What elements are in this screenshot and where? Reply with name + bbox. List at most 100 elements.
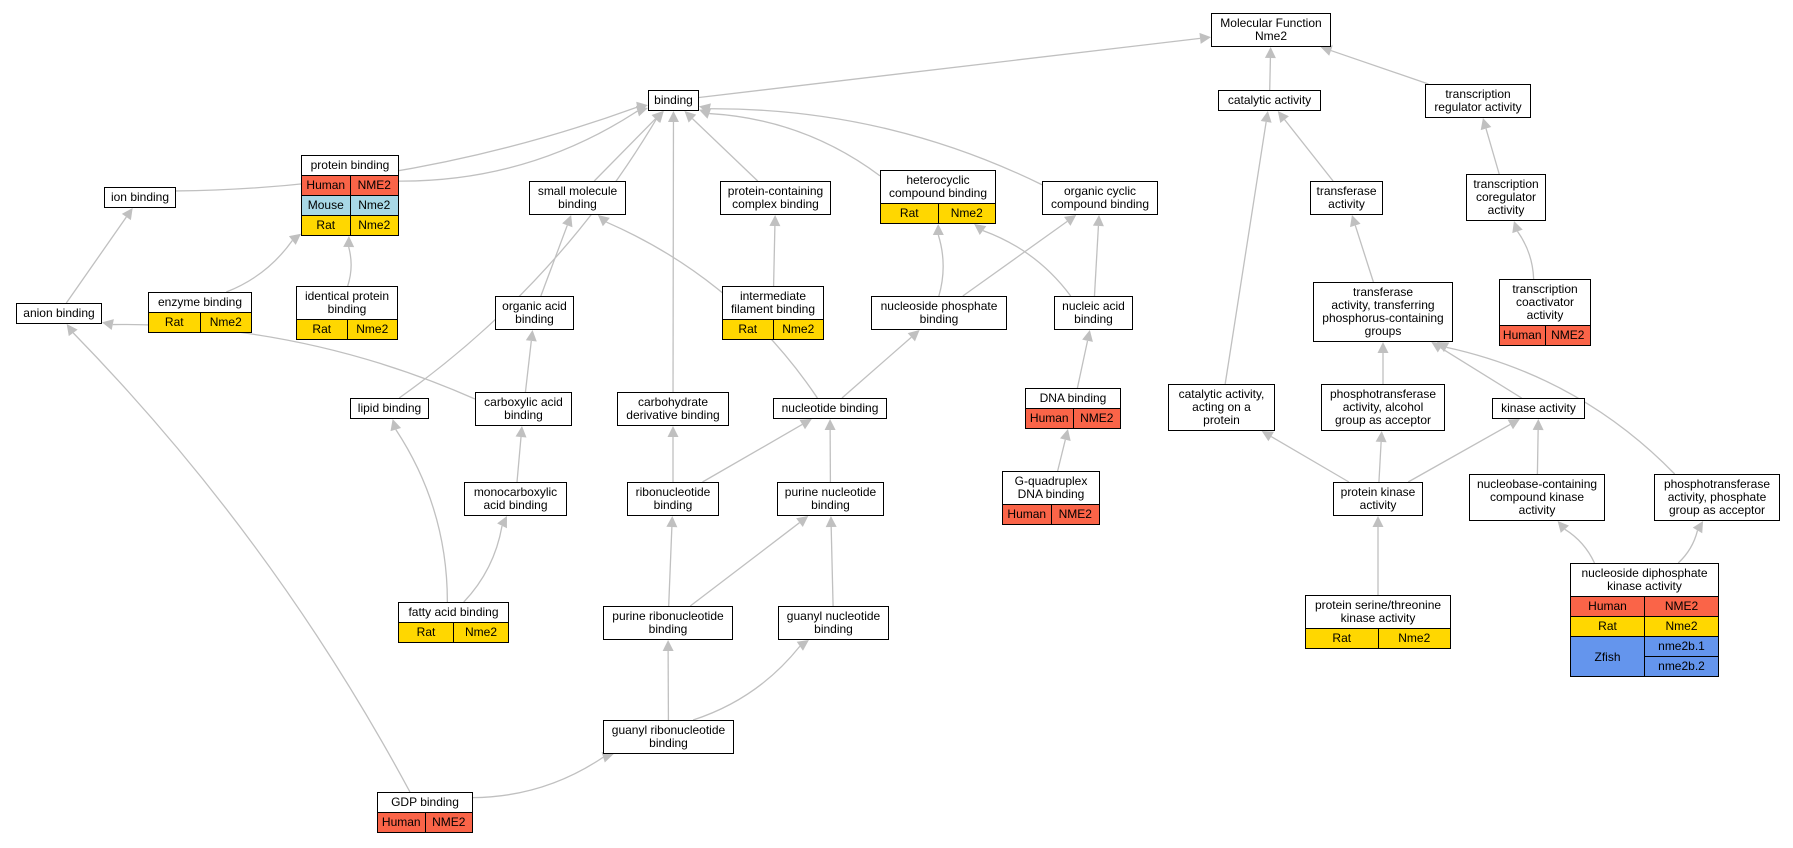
term-label: identical protein binding [304, 289, 390, 316]
gene-label: Nme2 [349, 216, 399, 235]
term-label: small molecule binding [537, 184, 618, 211]
species-label: Human [381, 815, 421, 829]
gene-label: Nme2 [453, 623, 508, 642]
annotation-row: Rat Nme2 [302, 215, 398, 235]
term-label: organic cyclic compound binding [1050, 184, 1150, 211]
arrowhead [121, 208, 133, 221]
edge-ndk-to-nucleobase-kinase [1564, 528, 1596, 564]
edge-purine-ribo-to-purine-nucleotide [689, 522, 800, 607]
arrowhead [1532, 419, 1544, 431]
term-label: transcription coregulator activity [1473, 177, 1539, 217]
species-label: Rat [312, 322, 332, 336]
species-label: Rat [316, 218, 336, 232]
edge-gdp-binding-to-anion-binding [72, 332, 411, 793]
term-label: anion binding [23, 306, 95, 320]
go-term-organic-cyclic: organic cyclic compound binding [1042, 181, 1158, 215]
term-label: nucleobase-containing compound kinase ac… [1476, 477, 1598, 517]
edge-enzyme-binding-to-protein-binding [226, 240, 293, 293]
term-label: catalytic activity [1227, 93, 1312, 107]
go-term-anion-binding: anion binding [16, 303, 102, 324]
term-label: G-quadruplex DNA binding [1014, 474, 1088, 501]
arrowhead [343, 236, 355, 248]
go-term-nucleobase-kinase: nucleobase-containing compound kinase ac… [1469, 474, 1605, 521]
term-label: carboxylic acid binding [484, 395, 563, 422]
go-term-lipid-binding: lipid binding [350, 398, 429, 419]
species-label: Rat [416, 625, 436, 639]
arrowhead [667, 426, 679, 437]
species-label: Human [306, 178, 346, 192]
arrowhead [907, 330, 920, 342]
arrowhead [497, 516, 507, 529]
go-term-catalytic-protein: catalytic activity, acting on a protein [1168, 384, 1275, 431]
edge-protein-complex-to-binding [691, 118, 759, 182]
edge-anion-binding-to-ion-binding [65, 216, 127, 304]
gene-label: Nme2 [346, 320, 398, 339]
edge-nucleoside-phosphate-to-organic-cyclic [962, 220, 1068, 297]
term-label: heterocyclic compound binding [888, 173, 988, 200]
term-label: nucleoside phosphate binding [880, 299, 998, 326]
go-term-carboxylic-acid: carboxylic acid binding [475, 392, 572, 426]
edge-phosphotransferase-phosphate-to-transferase-phos [1446, 346, 1676, 475]
species-label: Rat [899, 206, 919, 220]
arrowhead [667, 111, 679, 123]
gene-label: NME2 [1544, 326, 1591, 345]
edge-nucleoside-phosphate-to-heterocyclic [937, 234, 944, 297]
arrowhead [666, 516, 678, 528]
edge-ribonucleotide-to-nucleotide-binding [702, 423, 803, 483]
gene-label: NME2 [424, 813, 473, 832]
go-term-catalytic: catalytic activity [1218, 90, 1321, 111]
edge-heterocyclic-to-binding [709, 112, 881, 177]
edge-small-mol-to-binding [593, 118, 656, 182]
gene-label: Nme2 [937, 204, 996, 223]
gene-label: Nme2 [349, 196, 399, 215]
go-term-kinase: kinase activity [1492, 398, 1585, 419]
arrowhead [562, 215, 573, 228]
gene-label: Nme2 [199, 313, 252, 332]
arrowhead [1437, 342, 1450, 353]
edge-lipid-binding-to-binding [398, 118, 657, 399]
arrowhead [1264, 47, 1276, 59]
term-label: phosphotransferase activity, phosphate g… [1663, 477, 1771, 517]
arrowhead [824, 419, 836, 431]
term-label: enzyme binding [157, 295, 243, 309]
term-label: transcription coactivator activity [1512, 282, 1578, 322]
go-term-carbohydrate-deriv: carbohydrate derivative binding [617, 392, 729, 426]
term-label: phosphotransferase activity, alcohol gro… [1329, 387, 1437, 427]
term-label: GDP binding [391, 795, 459, 809]
term-label: protein binding [310, 158, 390, 172]
edge-transferase-phos-to-transferase [1354, 225, 1375, 283]
edge-kinase-to-transferase-phos [1440, 347, 1522, 399]
go-term-phosphotransferase-phosphate: phosphotransferase activity, phosphate g… [1654, 474, 1780, 521]
go-term-small-mol: small molecule binding [529, 181, 626, 215]
edge-protein-kinase-to-kinase [1407, 423, 1511, 483]
edge-protein-kinase-to-catalytic-protein [1270, 435, 1350, 483]
go-term-transferase: transferase activity [1310, 181, 1383, 215]
arrowhead [601, 752, 614, 763]
species-label: Human [1588, 599, 1627, 613]
go-term-ion-binding: ion binding [104, 187, 176, 208]
go-term-binding: binding [648, 90, 699, 111]
term-label: kinase activity [1501, 401, 1576, 415]
species-label: Rat [738, 322, 758, 336]
edge-organic-acid-to-small-mol [540, 225, 568, 297]
term-label: fatty acid binding [408, 605, 499, 619]
edge-guanyl-nucleotide-to-purine-nucleotide [830, 526, 834, 607]
arrowhead [515, 426, 527, 438]
gene-label: NME2 [1050, 505, 1100, 524]
arrowhead [799, 419, 812, 430]
species-label: Human [1007, 507, 1047, 521]
go-term-tra: transcription regulator activity [1425, 84, 1531, 118]
arrowhead [1199, 32, 1211, 44]
arrowhead [1377, 342, 1389, 353]
arrowhead [1692, 521, 1704, 534]
